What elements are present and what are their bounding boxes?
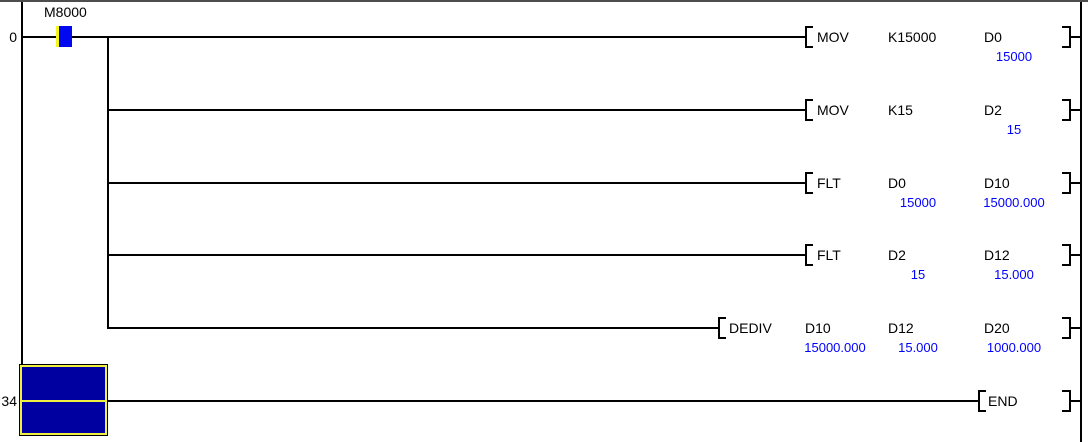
close-bracket — [1069, 26, 1071, 48]
instruction-name: MOV — [817, 29, 849, 45]
rung-line — [108, 182, 805, 184]
rung-line — [108, 327, 718, 329]
monitor-value: 15000 — [899, 195, 937, 210]
operand: D2 — [984, 102, 1002, 118]
monitor-value: 15000 — [995, 49, 1033, 64]
operand: D12 — [984, 247, 1010, 263]
monitor-value: 15.000 — [898, 340, 938, 355]
contact-label: M8000 — [44, 4, 87, 20]
operand: D2 — [888, 247, 906, 263]
operand: D20 — [984, 320, 1010, 336]
monitor-value: 15.000 — [994, 267, 1034, 282]
operand: D12 — [888, 320, 914, 336]
close-bracket — [1069, 172, 1071, 194]
monitor-value: 15000.000 — [804, 340, 866, 355]
instruction-name: FLT — [817, 247, 841, 263]
close-bracket — [1069, 244, 1071, 266]
edit-cursor-rung-line — [22, 400, 106, 402]
open-bracket — [805, 172, 807, 194]
rung-line — [108, 254, 805, 256]
rung-line — [72, 36, 805, 38]
operand: D0 — [984, 29, 1002, 45]
contact-m8000-on[interactable] — [59, 26, 72, 47]
operand: D10 — [984, 175, 1010, 191]
monitor-value: 15 — [910, 267, 926, 282]
instruction-name: END — [988, 393, 1018, 409]
operand: K15 — [888, 102, 913, 118]
operand: D10 — [805, 320, 831, 336]
instruction-name: FLT — [817, 175, 841, 191]
rung-line — [106, 400, 978, 402]
instruction-name: MOV — [817, 102, 849, 118]
operand: K15000 — [888, 29, 937, 45]
monitor-value: 15 — [1006, 122, 1022, 137]
operand: D0 — [888, 175, 906, 191]
instruction-name: DEDIV — [729, 320, 772, 336]
contact-cursor-bar — [56, 26, 59, 47]
rung-line — [22, 36, 56, 38]
right-power-rail — [1080, 2, 1082, 442]
monitor-value: 15000.000 — [983, 195, 1045, 210]
close-bracket — [1069, 390, 1071, 412]
rung-number-0: 0 — [9, 29, 17, 45]
open-bracket — [718, 317, 720, 339]
rung-number-34: 34 — [1, 393, 17, 409]
open-bracket — [805, 26, 807, 48]
close-bracket — [1069, 99, 1071, 121]
open-bracket — [978, 390, 980, 412]
pane-top-border — [0, 0, 1088, 2]
open-bracket — [805, 99, 807, 121]
monitor-value: 1000.000 — [986, 340, 1042, 355]
rung-line — [108, 109, 805, 111]
left-power-rail — [21, 2, 23, 366]
close-bracket — [1069, 317, 1071, 339]
open-bracket — [805, 244, 807, 266]
